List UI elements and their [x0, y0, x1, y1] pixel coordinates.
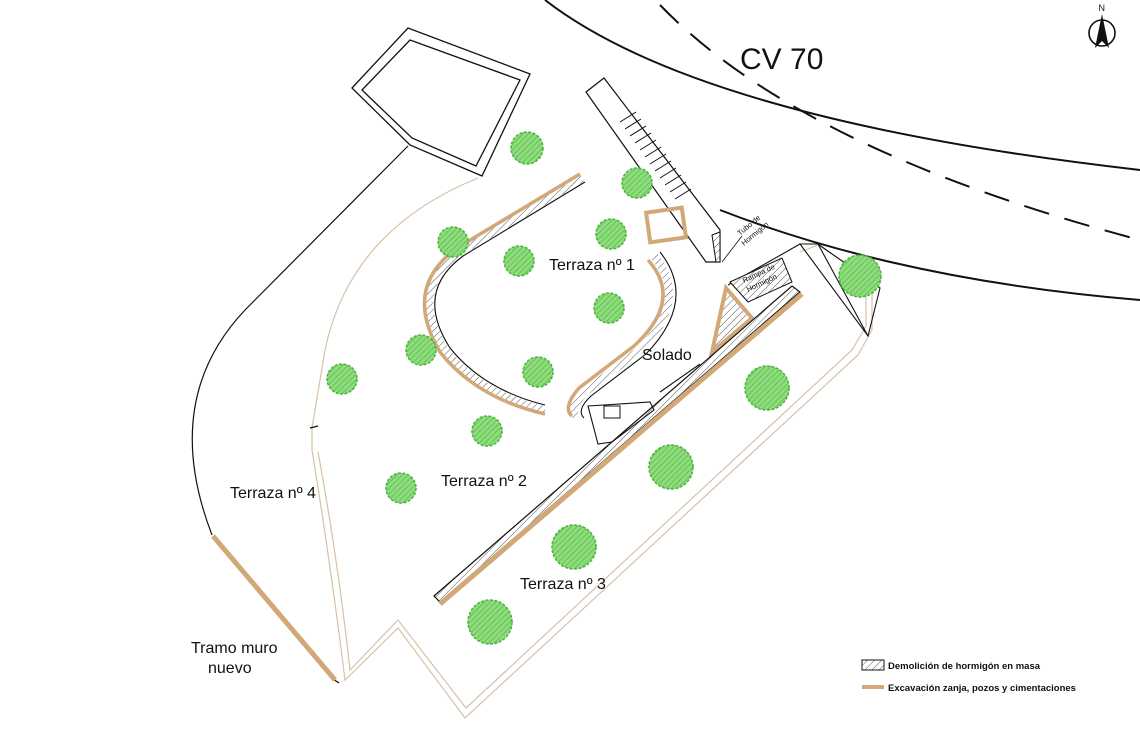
tree: [503, 245, 535, 277]
terraza4-outer-boundary: [191, 145, 409, 536]
tree: [595, 218, 627, 250]
tramo-label-line2: nuevo: [208, 660, 252, 677]
curved-wall-t1-trench: [422, 172, 581, 416]
tree: [385, 472, 417, 504]
legend: Demolición de hormigón en masa Excavació…: [861, 659, 1076, 694]
tree: [551, 524, 597, 570]
perimeter-inner: [317, 284, 867, 709]
tubo-leader: [721, 235, 743, 263]
diagonal-wall-hatch: [433, 285, 801, 603]
solado-edge: [659, 363, 701, 393]
pentagon-structure: [351, 27, 531, 177]
curved-wall-solado-trench: [566, 258, 665, 418]
road-label: CV 70: [740, 43, 823, 76]
solado-small-structure: [587, 401, 655, 445]
solado-label: Solado: [642, 347, 692, 364]
road-edge-inner: [719, 209, 1140, 301]
terraza1-label: Terraza nº 1: [549, 257, 635, 274]
plot-boundaries: [191, 145, 881, 719]
terraza2-label: Terraza nº 2: [441, 473, 527, 490]
curved-wall-solado: [566, 251, 701, 445]
pentagon-outer: [351, 27, 531, 177]
tree: [648, 444, 694, 490]
terraza4-edge-tick: [309, 425, 319, 429]
road-cv70: [544, 0, 1140, 301]
trees: [326, 131, 882, 645]
tree: [744, 365, 790, 411]
legend-hatch-swatch: [861, 659, 885, 671]
legend-hatch-label: Demolición de hormigón en masa: [888, 661, 1041, 672]
pentagon-inner: [361, 39, 521, 167]
north-arrow: N: [1088, 3, 1116, 48]
tree: [510, 131, 544, 165]
road-edge-outer: [544, 0, 1140, 171]
terraza4-inner-boundary: [311, 177, 479, 429]
tree: [593, 292, 625, 324]
tree: [621, 167, 653, 199]
tramo-label-line1: Tramo muro: [191, 640, 278, 657]
terraza3-label: Terraza nº 3: [520, 576, 606, 593]
tree: [326, 363, 358, 395]
diagonal-wall-trench: [438, 292, 804, 606]
rampa: Rampa de Hormigón: [708, 257, 793, 358]
stair-end-hatch: [711, 231, 721, 263]
perimeter-outer: [311, 244, 873, 719]
ne-triangle: [798, 243, 881, 338]
curved-wall-t1-line: [434, 181, 586, 406]
terraza4-label: Terraza nº 4: [230, 485, 316, 502]
tree: [437, 226, 469, 258]
curved-wall-t1-hatch: [425, 174, 585, 414]
north-arrow-label: N: [1099, 3, 1106, 13]
tree: [838, 254, 882, 298]
curved-wall-solado-line: [580, 251, 677, 419]
diagonal-wall: [433, 285, 804, 606]
curved-wall-solado-hatch: [569, 253, 673, 420]
curved-wall-t1: [422, 172, 586, 416]
tree: [467, 599, 513, 645]
rampa-trench-triangle: [708, 283, 755, 358]
tramo-muro-nuevo: [211, 534, 337, 682]
tree: [471, 415, 503, 447]
tubo-pit: [643, 205, 689, 245]
solado-box: [603, 405, 621, 419]
north-arrow-needle: [1095, 14, 1109, 48]
legend-trench-label: Excavación zanja, pozos y cimentaciones: [888, 683, 1076, 694]
road-centerline: [659, 4, 1140, 241]
rampa-hatch: [729, 257, 793, 303]
tree: [522, 356, 554, 388]
stair-steps: [619, 111, 692, 200]
tree: [405, 334, 437, 366]
ne-triangle-inner: [817, 243, 869, 337]
